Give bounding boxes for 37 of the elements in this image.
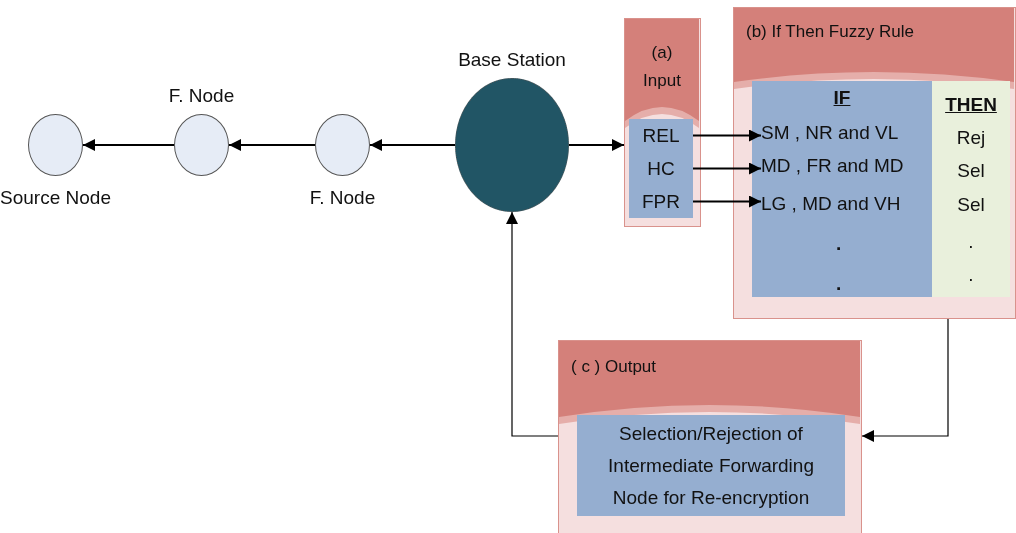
arrow <box>369 139 456 151</box>
node-label: F. Node <box>168 85 235 107</box>
rule-text: . <box>967 264 975 286</box>
input-panel <box>624 18 701 227</box>
arrow <box>692 162 762 175</box>
arrow <box>228 139 316 151</box>
arrow <box>692 195 762 208</box>
arrow <box>82 139 175 151</box>
ellipsis-dot: . <box>836 234 842 254</box>
node-label: F. Node <box>309 187 376 209</box>
node-label: Base Station <box>458 49 566 71</box>
input-row: FPR <box>629 185 693 218</box>
arrow <box>861 318 949 442</box>
input-row: REL <box>629 119 693 152</box>
arrow <box>692 129 762 142</box>
rule-condition: SM , NR and VL <box>761 122 899 144</box>
output-text: Selection/Rejection of Intermediate Forwarding Node for Re-encryption <box>577 415 845 516</box>
rule-condition: MD , FR and MD <box>761 155 904 177</box>
rule-text: Rej <box>955 127 987 149</box>
node-label: Source Node <box>0 187 111 209</box>
panel-title: (b) If Then Fuzzy Rule <box>746 22 915 42</box>
column-heading: THEN <box>944 94 998 116</box>
rule-condition: LG , MD and VH <box>761 193 901 215</box>
if-column <box>752 81 932 297</box>
rule-text: Sel <box>956 194 986 216</box>
panel-title: ( c ) Output <box>571 357 658 377</box>
panel-title: (a) Input <box>642 42 682 92</box>
rule-text: Sel <box>956 160 986 182</box>
output-panel <box>558 340 862 533</box>
then-column <box>932 81 1010 297</box>
column-heading: IF <box>832 87 852 109</box>
arrow <box>568 139 625 151</box>
rule-text: . <box>967 231 975 253</box>
ellipsis-dot: . <box>836 274 842 294</box>
input-row: HC <box>629 152 693 185</box>
rule-panel <box>733 7 1016 319</box>
arrow <box>506 211 559 437</box>
